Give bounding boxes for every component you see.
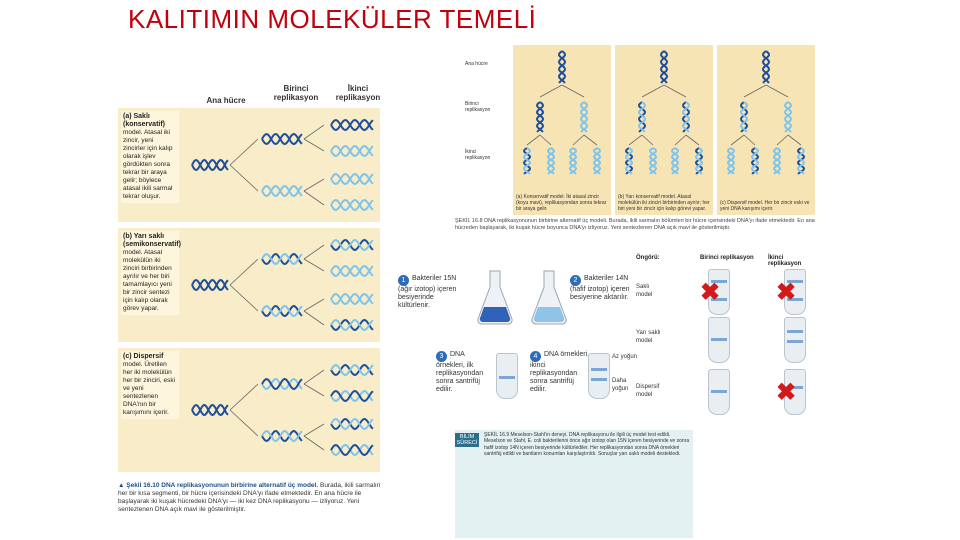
figure-caption-16-8: ŞEKİL 16.8 DNA replikasyonunun birbirine… [455, 218, 815, 232]
small-panel-conservative: (a) Konservatif model. İki atasal zincir… [513, 45, 611, 215]
small-conservative-dna [513, 45, 611, 175]
small-panel-semiconservative: (b) Yarı konservatif model. Atasal molek… [615, 45, 713, 215]
flask-heavy-icon [476, 269, 514, 325]
x-mark-icon: ✖ [776, 281, 796, 305]
tube-semiconservative-2 [784, 317, 806, 363]
row-label-first: Birinci replikasyon [465, 101, 501, 113]
second-replication-header: İkinci replikasyon [768, 255, 818, 267]
density-light-label: Az yoğun [612, 353, 642, 361]
model-label-conservative: Saklı model [636, 283, 664, 299]
tube-dispersive-1 [708, 369, 730, 415]
model-label-semiconservative: Yarı saklı model [636, 329, 664, 345]
panel-semiconservative-label: (b) Yarı saklı (semikonservatif)model. A… [121, 231, 179, 315]
small-panel-dispersive: (c) Dispersif model. Her bir zincir eski… [717, 45, 815, 215]
tube-step-3 [496, 353, 518, 399]
x-mark-icon: ✖ [776, 381, 796, 405]
header-second-replication: İkinci replikasyon [330, 84, 386, 102]
meselson-stahl-figure: 1Bakteriler 15N (ağır izotop) içeren bes… [398, 255, 818, 425]
predictions-header: Öngörü: [636, 255, 660, 261]
panel-conservative-label: (a) Saklı (konservatif)model. Atasal iki… [121, 111, 179, 203]
replication-models-figure: Ana hücre Birinci replikasyon İkinci rep… [118, 80, 388, 540]
figure-caption-16-9: ŞEKİL 16.9 Meselson-Stahl'ın deneyi. DNA… [484, 432, 692, 457]
panel-semiconservative: (b) Yarı saklı (semikonservatif)model. A… [118, 228, 380, 342]
header-first-replication: Birinci replikasyon [268, 84, 324, 102]
science-process-tag: BİLİM SÜRECİ [455, 433, 479, 447]
model-label-dispersive: Dispersif model [636, 383, 664, 399]
panel-conservative: (a) Saklı (konservatif)model. Atasal iki… [118, 108, 380, 222]
small-panel-conservative-caption: (a) Konservatif model. İki atasal zincir… [516, 194, 608, 212]
small-dispersive-dna [717, 45, 815, 175]
small-semiconservative-dna [615, 45, 713, 175]
conservative-dna-diagram [182, 108, 380, 222]
row-label-parent: Ana hücre [465, 61, 488, 67]
semiconservative-dna-diagram [182, 228, 380, 342]
figure-caption-16-10: ▲ Şekil 16.10 DNA replikasyonunun birbir… [118, 482, 388, 514]
replication-models-figure-small: Ana hücre Birinci replikasyon İkinci rep… [455, 45, 815, 215]
x-mark-icon: ✖ [700, 281, 720, 305]
flask-light-icon [530, 269, 568, 325]
small-panel-dispersive-caption: (c) Dispersif model. Her bir zincir eski… [720, 200, 812, 212]
tube-step-4 [588, 353, 610, 399]
tube-semiconservative-1 [708, 317, 730, 363]
dispersive-dna-diagram [182, 348, 380, 472]
small-panel-semiconservative-caption: (b) Yarı konservatif model. Atasal molek… [618, 194, 710, 212]
row-label-second: İkinci replikasyon [465, 149, 501, 161]
slide-title: KALITIMIN MOLEKÜLER TEMELİ [128, 4, 536, 35]
first-replication-header: Birinci replikasyon [700, 255, 754, 261]
header-parent-cell: Ana hücre [200, 96, 252, 105]
